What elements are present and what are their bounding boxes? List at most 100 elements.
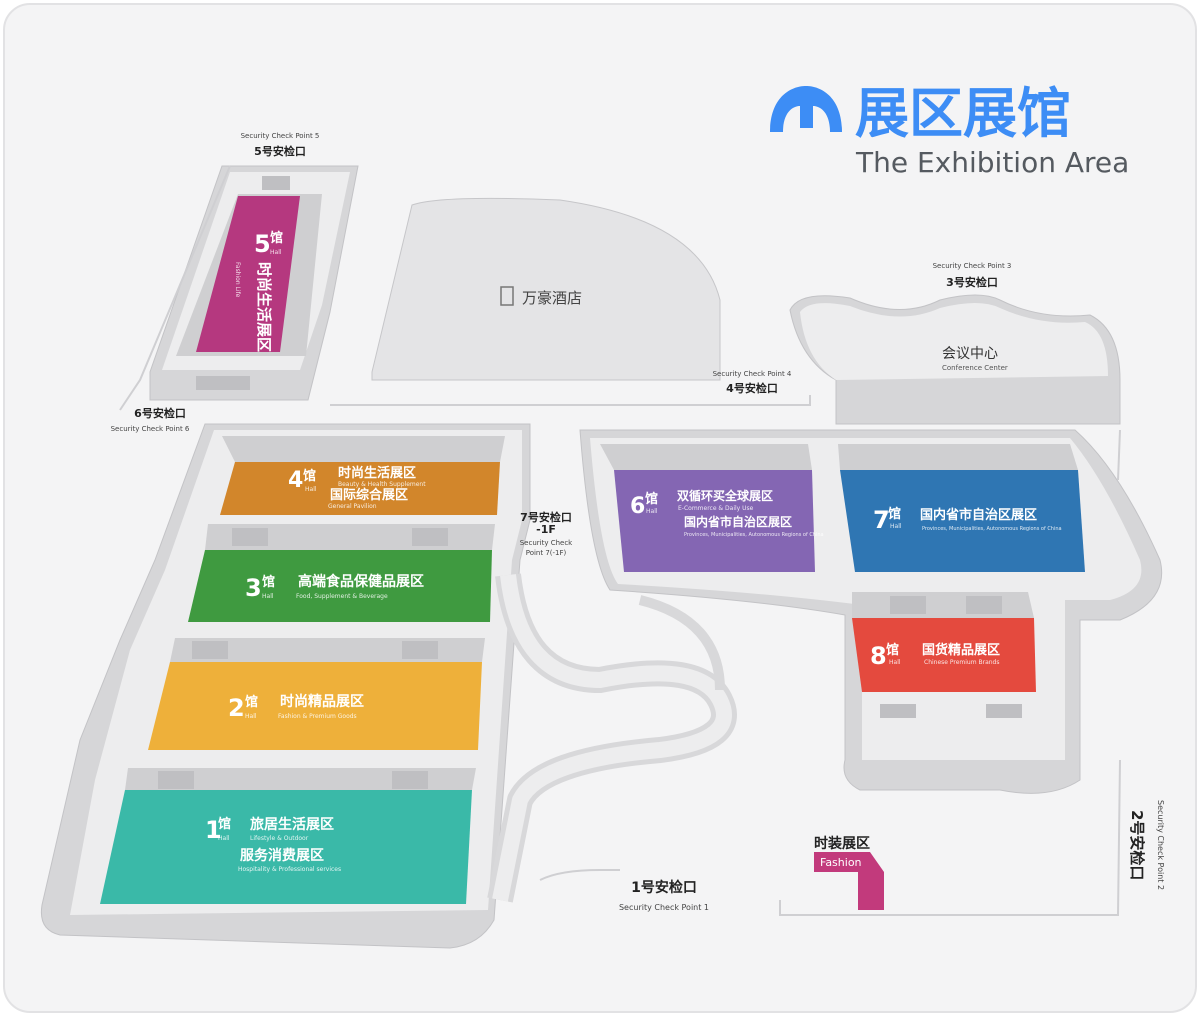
header-title-en: The Exhibition Area — [855, 146, 1129, 179]
hall5-suffix: 馆 — [270, 230, 283, 246]
hall5-name-en: Fashion Life — [234, 262, 241, 298]
hall8-area[interactable] — [852, 618, 1036, 692]
door-block — [192, 641, 228, 659]
hall2-name-en: Fashion & Premium Goods — [278, 713, 357, 720]
logo-icon — [770, 86, 842, 132]
perimeter-line — [119, 165, 1121, 916]
hall8-name: 国货精品展区 — [922, 642, 1000, 658]
door-block — [262, 176, 290, 190]
cp2-en: Security Check Point 2 — [1156, 800, 1165, 890]
hall7-name-en: Provinces, Municipalities, Autonomous Re… — [922, 526, 1062, 532]
hall4-wall — [222, 436, 505, 462]
hotel-icon — [500, 286, 514, 306]
hotel-building — [371, 197, 721, 381]
hall7-suffix: 馆 — [888, 506, 901, 522]
hall6-name-1: 双循环买全球展区 — [677, 488, 773, 503]
hall6-area[interactable] — [614, 470, 815, 572]
door-block — [986, 704, 1022, 718]
corridor-link — [638, 595, 725, 691]
hall4-name-1-en: Beauty & Health Supplement — [338, 481, 426, 488]
cp3-cn: 3号安检口 — [946, 275, 998, 289]
hall5-area[interactable] — [196, 196, 300, 352]
hotel-label: 万豪酒店 — [522, 289, 582, 307]
hall5-name: 时尚生活展区 — [255, 262, 273, 352]
hall4-area[interactable] — [220, 462, 500, 515]
cp1-cn: 1号安检口 — [631, 879, 697, 896]
hall6-name-1-en: E-Commerce & Daily Use — [678, 505, 754, 512]
hall6-name-2-en: Provinces, Municipalities, Autonomous Re… — [684, 532, 824, 538]
hall1-name-2: 服务消费展区 — [240, 847, 324, 864]
hall1-wall — [125, 768, 476, 790]
door-block — [890, 596, 926, 614]
hall3-name-en: Food, Supplement & Beverage — [296, 593, 388, 600]
cp5-cn: 5号安检口 — [254, 144, 306, 158]
cp1-en: Security Check Point 1 — [619, 903, 709, 912]
door-block — [966, 596, 1002, 614]
hall8-suffix: 馆 — [886, 642, 899, 658]
hall2-area[interactable] — [148, 662, 482, 750]
hall8-name-en: Chinese Premium Brands — [924, 659, 999, 666]
cp4-cn: 4号安检口 — [726, 381, 778, 395]
hall2-hall-label: Hall — [245, 713, 257, 720]
hall6-suffix: 馆 — [645, 491, 658, 507]
hall2-name: 时尚精品展区 — [280, 693, 364, 710]
cp6-en: Security Check Point 6 — [111, 425, 190, 433]
hall8-number: 8 — [870, 642, 887, 670]
hall7-name: 国内省市自治区展区 — [920, 507, 1037, 523]
hall7-hall-label: Hall — [890, 523, 902, 530]
cp7-en: Security Check — [520, 539, 573, 547]
hall2-suffix: 馆 — [245, 694, 258, 710]
hall4-suffix: 馆 — [303, 468, 316, 484]
conference-label-en: Conference Center — [942, 364, 1008, 372]
hall7-area[interactable] — [840, 470, 1085, 572]
conference-roof — [800, 303, 1108, 380]
door-block — [232, 528, 268, 546]
door-block — [196, 376, 250, 390]
hall4-hall-label: Hall — [305, 486, 317, 493]
hall6-name-2: 国内省市自治区展区 — [684, 514, 792, 529]
cp2-cn: 2号安检口 — [1128, 810, 1146, 880]
hall1-suffix: 馆 — [218, 816, 231, 832]
fashion-area[interactable] — [814, 852, 884, 910]
door-block — [402, 641, 438, 659]
hall6-hall-label: Hall — [646, 508, 658, 515]
hall8-hall-label: Hall — [889, 659, 901, 666]
hall3-suffix: 馆 — [262, 574, 275, 590]
hall3-area[interactable] — [188, 550, 492, 622]
cp7-en-2: Point 7(-1F) — [526, 549, 567, 557]
hall6-number: 6 — [630, 494, 645, 519]
hall7-wall — [838, 444, 1078, 470]
hall3-number: 3 — [245, 574, 262, 602]
corridor-loop-floor — [492, 574, 732, 902]
hall5-hall-label: Hall — [270, 249, 282, 256]
header-logo — [770, 86, 842, 132]
cp3-en: Security Check Point 3 — [933, 262, 1012, 270]
cp7-cn-floor: -1F — [536, 523, 556, 536]
hall1-name-1-en: Lifestyle & Outdoor — [250, 835, 309, 842]
cp4-en: Security Check Point 4 — [713, 370, 792, 378]
hall1-hall-label: Hall — [218, 835, 230, 842]
fashion-label-cn: 时装展区 — [814, 835, 870, 852]
hall4-number: 4 — [288, 468, 303, 493]
fashion-label-en: Fashion — [820, 856, 862, 869]
door-block — [158, 771, 194, 789]
hall5-number: 5 — [254, 230, 271, 258]
hall3-hall-label: Hall — [262, 593, 274, 600]
hall6-wall — [600, 444, 812, 470]
conference-label-cn: 会议中心 — [942, 346, 998, 362]
hall4-name-2: 国际综合展区 — [330, 487, 408, 503]
hall4-name-2-en: General Pavilion — [328, 503, 377, 510]
header-title-cn: 展区展馆 — [855, 82, 1071, 145]
hall1-area[interactable] — [100, 790, 472, 904]
door-block — [392, 771, 428, 789]
hall8-wall — [852, 592, 1034, 618]
hall7-number: 7 — [873, 506, 890, 534]
cp7-cn: 7号安检口 — [520, 510, 572, 524]
hall1-number: 1 — [205, 816, 222, 844]
cp5-en: Security Check Point 5 — [241, 132, 320, 140]
hall1-name-2-en: Hospitality & Professional services — [238, 866, 341, 873]
hall3-name: 高端食品保健品展区 — [298, 573, 424, 590]
hall1-name-1: 旅居生活展区 — [250, 816, 334, 833]
